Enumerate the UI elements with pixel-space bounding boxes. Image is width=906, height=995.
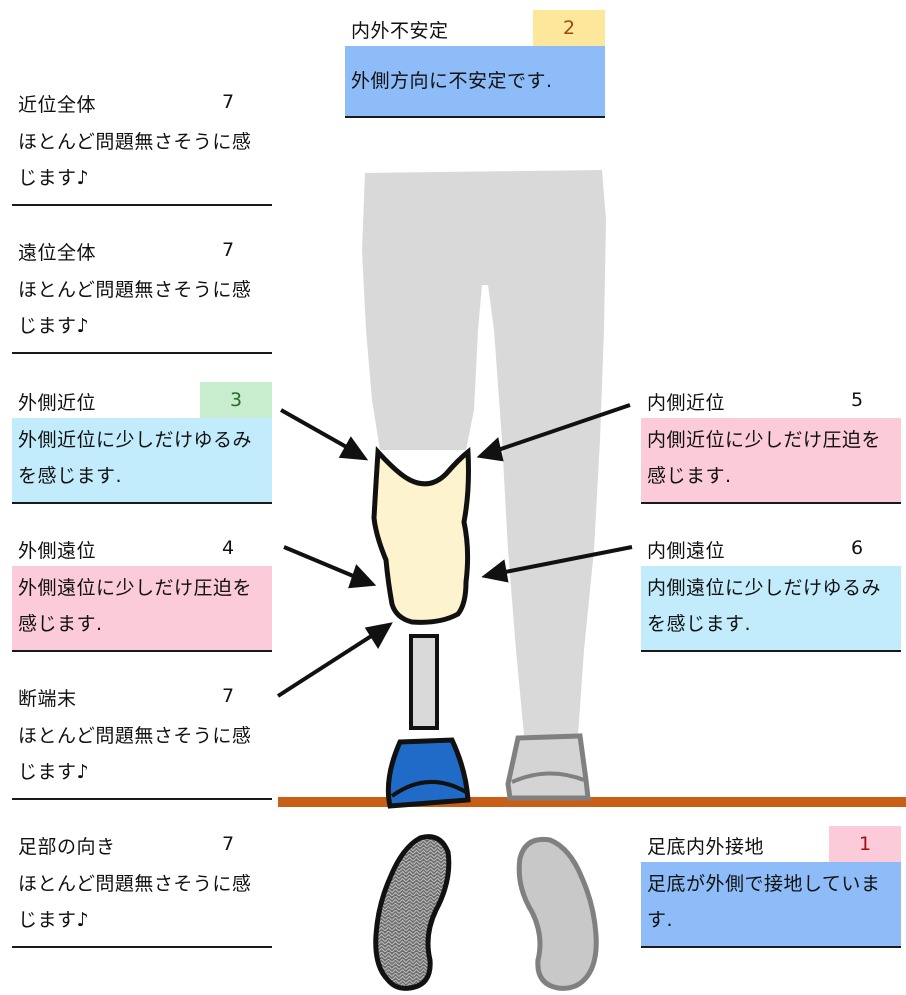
right-shoe-tongue (511, 771, 585, 784)
right-sole (516, 836, 599, 991)
card-title: 内側遠位 (647, 540, 726, 562)
card-title: 遠位全体 (18, 242, 97, 264)
card-comment: ほとんど問題無さそうに感じます♪ (18, 131, 252, 189)
card-title: 外側近位 (18, 392, 97, 414)
card-title: 足部の向き (18, 836, 116, 858)
left-sole-tread (373, 834, 452, 991)
card-medial-distal: 内側遠位 6 内側遠位に少しだけゆるみを感じます. (641, 530, 901, 652)
right-shoe-side (505, 733, 591, 801)
score-badge: 5 (850, 389, 864, 411)
score-badge: 4 (221, 537, 235, 559)
score-badge: 2 (533, 10, 605, 46)
card-lateral-instability: 内外不安定 2 外側方向に不安定です. (345, 10, 605, 118)
card-stump-end: 断端末 7 ほとんど問題無さそうに感じます♪ (12, 678, 272, 800)
score-badge: 7 (221, 239, 235, 261)
card-comment: ほとんど問題無さそうに感じます♪ (18, 725, 252, 783)
legs-silhouette (362, 170, 606, 735)
card-title: 断端末 (18, 688, 77, 710)
card-comment: 外側近位に少しだけゆるみを感じます. (12, 418, 272, 502)
floor-line (278, 797, 906, 807)
prosthetic-shoe-tongue (390, 780, 468, 798)
card-title: 外側遠位 (18, 540, 97, 562)
card-comment: 内側遠位に少しだけゆるみを感じます. (641, 566, 901, 650)
card-comment: ほとんど問題無さそうに感じます♪ (18, 873, 252, 931)
prosthetic-socket (371, 445, 471, 625)
card-title: 近位全体 (18, 94, 97, 116)
card-distal-all: 遠位全体 7 ほとんど問題無さそうに感じます♪ (12, 232, 272, 354)
card-title: 内側近位 (647, 392, 726, 414)
card-comment: ほとんど問題無さそうに感じます♪ (18, 279, 252, 337)
card-comment: 足底が外側で接地しています. (641, 862, 901, 946)
pylon (409, 634, 439, 730)
score-badge: 7 (221, 833, 235, 855)
card-comment: 外側遠位に少しだけ圧迫を感じます. (12, 566, 272, 650)
score-badge: 1 (829, 826, 901, 862)
score-badge: 7 (221, 91, 235, 113)
card-lateral-distal: 外側遠位 4 外側遠位に少しだけ圧迫を感じます. (12, 530, 272, 652)
card-medial-proximal: 内側近位 5 内側近位に少しだけ圧迫を感じます. (641, 382, 901, 504)
score-badge: 3 (200, 382, 272, 418)
card-sole-contact: 足底内外接地 1 足底が外側で接地しています. (641, 826, 901, 948)
card-comment: 内側近位に少しだけ圧迫を感じます. (641, 418, 901, 502)
card-comment: 外側方向に不安定です. (345, 46, 605, 116)
card-foot-direction: 足部の向き 7 ほとんど問題無さそうに感じます♪ (12, 826, 272, 948)
prosthetic-shoe (385, 737, 471, 809)
card-title: 内外不安定 (351, 20, 449, 42)
score-badge: 7 (221, 685, 235, 707)
score-badge: 6 (850, 537, 864, 559)
card-title: 足底内外接地 (647, 836, 765, 858)
arrows (276, 403, 633, 698)
card-proximal-all: 近位全体 7 ほとんど問題無さそうに感じます♪ (12, 84, 272, 206)
card-lateral-proximal: 外側近位 3 外側近位に少しだけゆるみを感じます. (12, 382, 272, 504)
